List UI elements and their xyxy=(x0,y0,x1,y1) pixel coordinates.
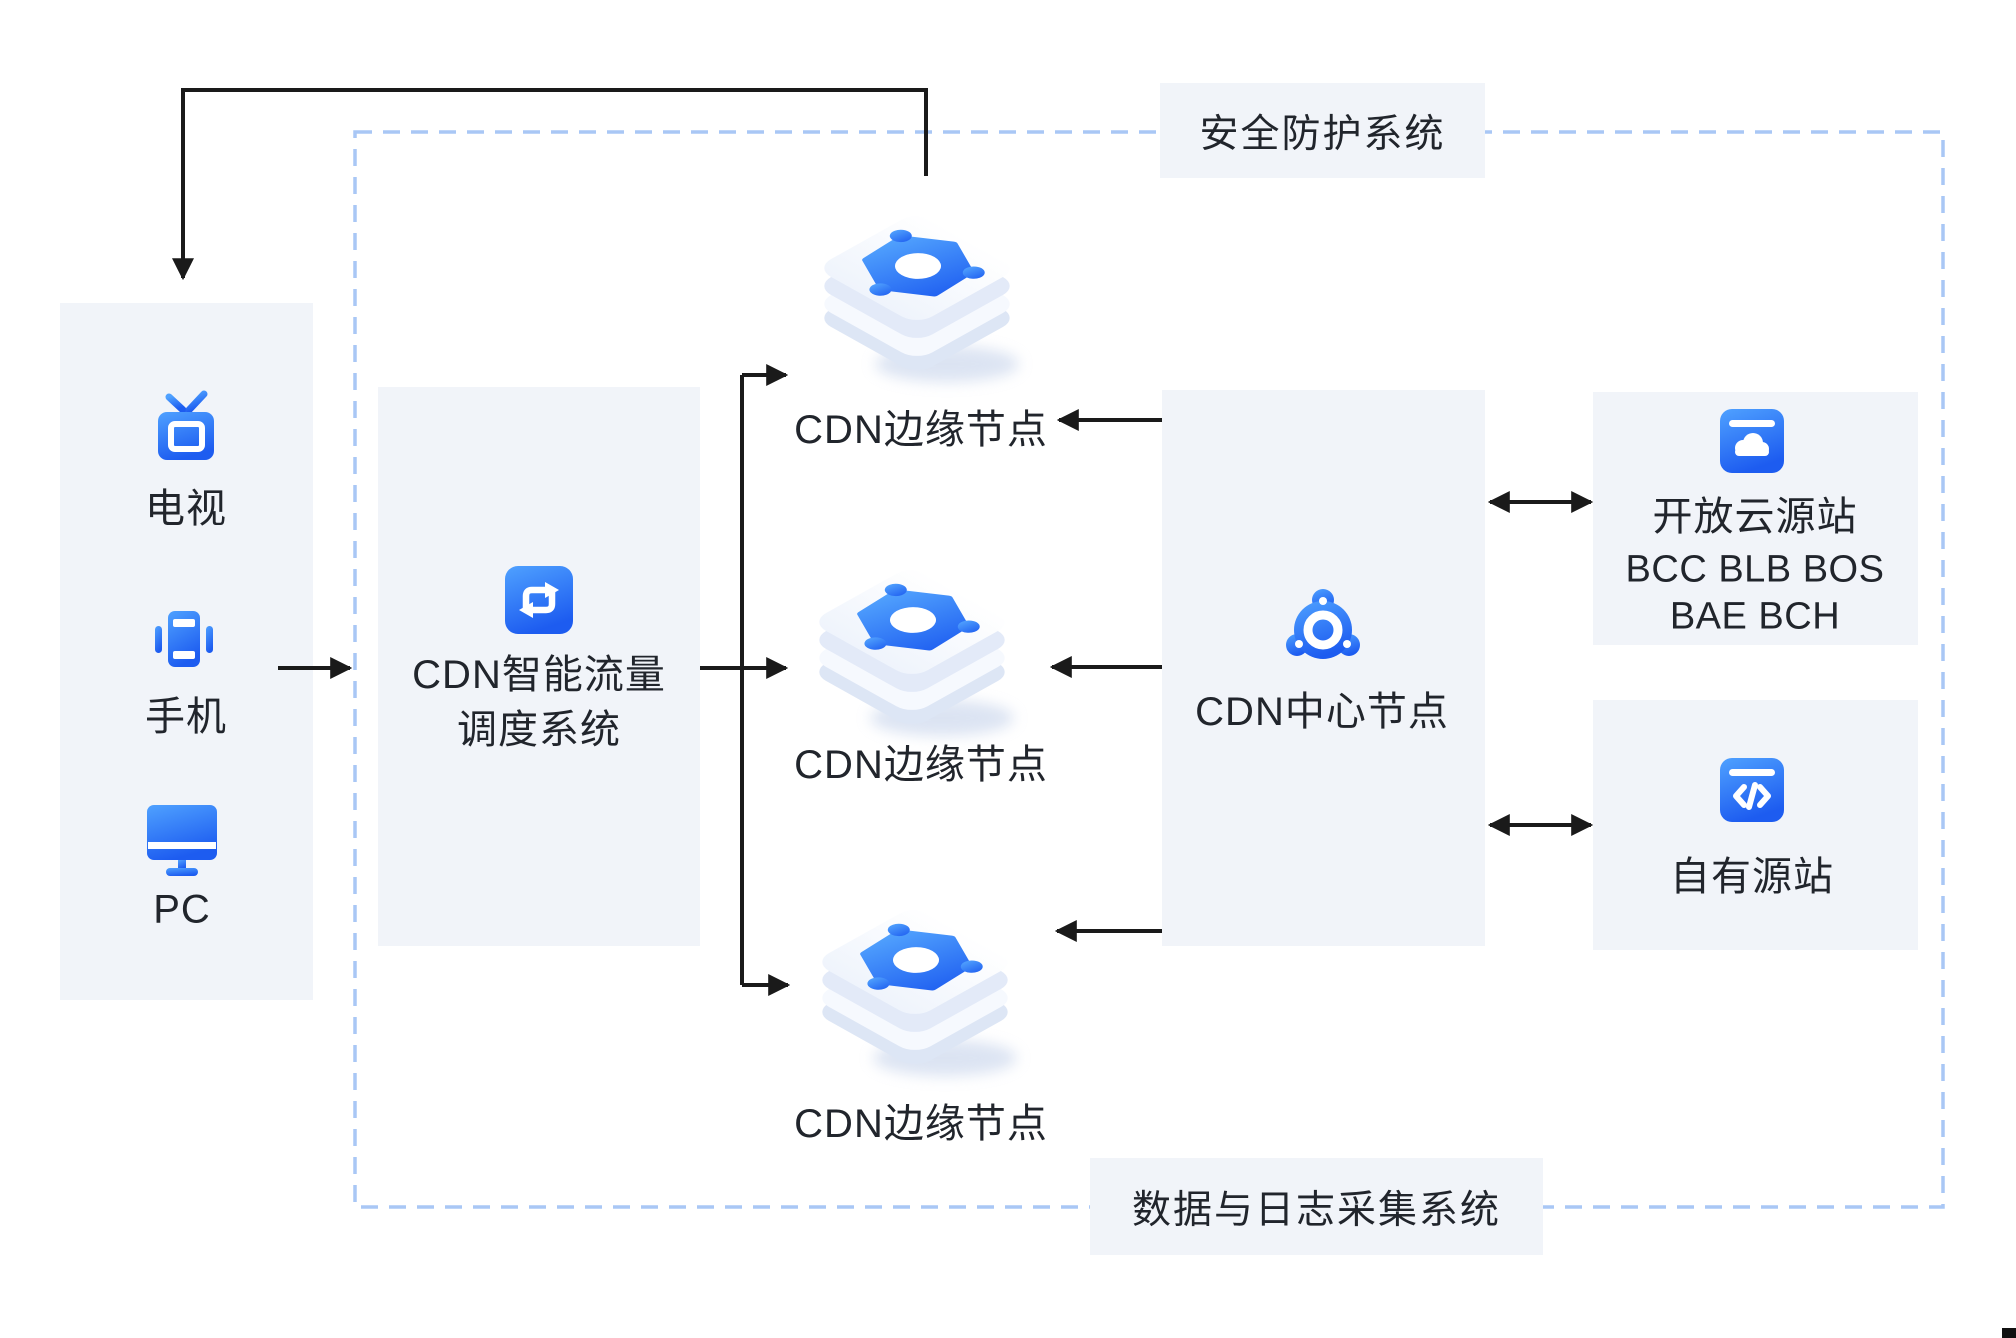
edge-cube-icon xyxy=(822,910,1017,1076)
edge-cube-icon xyxy=(819,570,1014,736)
hub-icon xyxy=(1286,589,1360,659)
center-node-label: CDN中心节点 xyxy=(1195,690,1449,734)
scheduler-title-line2: 调度系统 xyxy=(457,708,621,752)
own-origin-title: 自有源站 xyxy=(1670,855,1834,899)
scheduler-title-line1: CDN智能流量 xyxy=(412,653,666,697)
own-origin-panel xyxy=(1593,700,1918,950)
device-label-tv: 电视 xyxy=(145,487,227,531)
screen-corner-artifact xyxy=(2002,1328,2016,1338)
cloud-origin-services-line2: BAE BCH xyxy=(1669,595,1841,638)
edge-node-label-1: CDN边缘节点 xyxy=(794,408,1048,452)
code-site-icon xyxy=(1720,758,1784,822)
security-system-label-text: 安全防护系统 xyxy=(1199,112,1446,156)
center-node-panel xyxy=(1162,390,1485,946)
edge-cube-icon xyxy=(824,216,1019,382)
traffic-swap-icon xyxy=(505,566,573,634)
device-label-mobile: 手机 xyxy=(145,695,227,739)
cloud-origin-title: 开放云源站 xyxy=(1652,495,1858,539)
data-log-system-label: 数据与日志采集系统 xyxy=(1090,1158,1543,1255)
device-label-pc: PC xyxy=(153,887,211,932)
edge-node-label-3: CDN边缘节点 xyxy=(794,1102,1048,1146)
pc-icon xyxy=(147,805,217,876)
cloud-origin-services-line1: BCC BLB BOS xyxy=(1625,548,1885,591)
scheduler-panel xyxy=(378,387,700,946)
edge-node-label-2: CDN边缘节点 xyxy=(794,743,1048,787)
security-system-label: 安全防护系统 xyxy=(1160,83,1485,178)
data-log-system-label-text: 数据与日志采集系统 xyxy=(1131,1188,1501,1232)
mobile-icon xyxy=(155,611,213,667)
tv-icon xyxy=(158,390,214,460)
cloud-site-icon xyxy=(1720,409,1784,473)
